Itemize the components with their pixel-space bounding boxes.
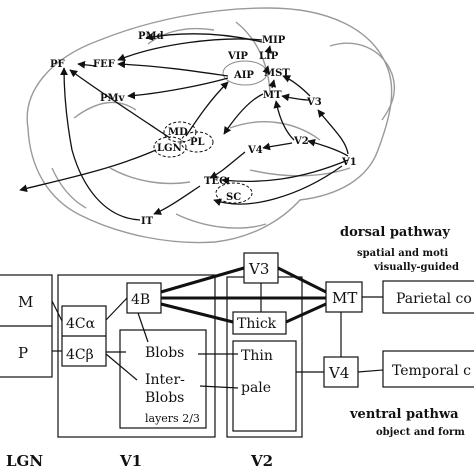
v3-box: [243, 252, 279, 284]
label-pf: PF: [50, 59, 65, 70]
label-pl: PL: [190, 137, 205, 148]
conn-v4-temporal: [357, 369, 384, 373]
v2-thick-box: [232, 311, 287, 335]
label-teo: TEO: [204, 176, 228, 187]
v1-inter-label: Inter-: [145, 372, 185, 388]
v2-thin-pale-box: [232, 340, 297, 432]
label-mst: MST: [264, 68, 290, 79]
lgn-p-label: P: [18, 344, 28, 362]
temporal-cortex-box: [382, 350, 474, 388]
v4-label: V4: [328, 364, 349, 382]
label-v4: V4: [247, 145, 263, 156]
v2-thin-label: Thin: [241, 348, 273, 364]
label-fef: FEF: [93, 59, 115, 70]
conn-thick-mt: [285, 302, 327, 324]
label-mt: MT: [263, 90, 282, 101]
mt-label: MT: [332, 289, 357, 307]
column-label-v2: V2: [250, 452, 273, 470]
parietal-cortex-box: [382, 280, 474, 314]
v2-pale-label: pale: [241, 380, 271, 396]
lgn-region: [153, 136, 187, 158]
parietal-cortex-label: Parietal co: [396, 291, 472, 307]
label-pmd: PMd: [138, 31, 164, 42]
v1-layers-label: layers 2/3: [145, 412, 200, 425]
label-lip: LIP: [259, 51, 279, 62]
v1-4ca-label: 4Cα: [66, 316, 96, 332]
label-it: IT: [141, 216, 154, 227]
v1-layers-box: [119, 329, 207, 429]
lgn-m-label: M: [18, 293, 33, 311]
conn-interblobs-pale: [199, 385, 239, 389]
v3-label: V3: [248, 260, 269, 278]
conn-m-4ca: [51, 300, 63, 322]
conn-4cb-interblobs: [105, 353, 138, 381]
label-vip: VIP: [227, 51, 248, 62]
conn-4ca-4b: [105, 297, 128, 321]
label-v3: V3: [306, 97, 322, 108]
conn-v3-mt: [277, 266, 327, 294]
pl-region: [180, 131, 214, 153]
v1-4cb-label: 4Cβ: [66, 347, 94, 363]
dorsal-pathway-sub1: spatial and moti: [357, 248, 448, 259]
mt-box: [325, 281, 363, 313]
temporal-cortex-label: Temporal c: [392, 363, 471, 379]
dorsal-pathway-sub2: visually-guided: [373, 262, 459, 273]
ventral-pathway-sub: object and form: [376, 427, 465, 438]
column-label-lgn: LGN: [6, 452, 43, 470]
v1-blobs-label: Blobs: [145, 345, 184, 361]
label-pmv: PMv: [100, 93, 126, 104]
label-v1: V1: [341, 157, 357, 168]
label-v2: V2: [293, 136, 309, 147]
brain-outline: [26, 7, 396, 244]
brain-connections: [19, 32, 349, 221]
label-mip: MIP: [262, 35, 286, 46]
sc-region: [215, 182, 253, 204]
label-md: MD: [168, 127, 188, 138]
column-label-v1: V1: [119, 452, 142, 470]
dorsal-pathway-title: dorsal pathway: [340, 225, 450, 240]
conn-4b-blobs: [137, 312, 149, 343]
v1-interblobs-label: Blobs: [145, 390, 184, 406]
v1-4b-label: 4B: [131, 292, 150, 308]
label-lgn-brain: LGN: [157, 143, 182, 154]
conn-4b-thick: [160, 302, 234, 324]
ventral-pathway-title: ventral pathwa: [349, 407, 459, 422]
label-sc: SC: [226, 192, 241, 203]
conn-4b-v3: [160, 266, 245, 294]
label-aip: AIP: [233, 70, 254, 81]
v2-thick-label: Thick: [237, 316, 277, 332]
